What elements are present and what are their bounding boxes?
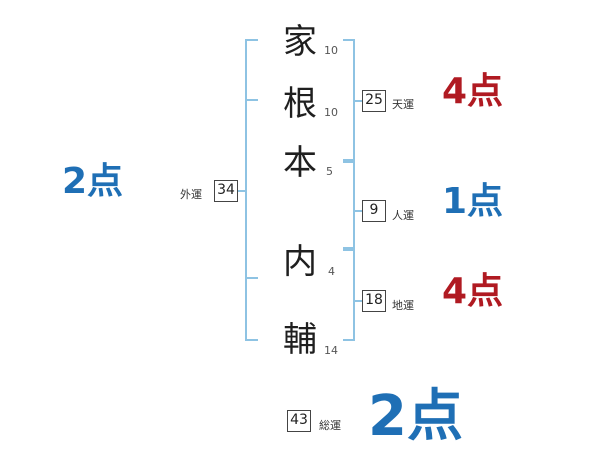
outer-fortune-value: 34	[214, 180, 238, 202]
total-fortune-label: 総運	[319, 419, 341, 432]
heaven-fortune-value: 25	[362, 90, 386, 112]
outer-bracket	[245, 39, 258, 341]
given-char-2-strokes: 14	[324, 344, 338, 357]
given-char-1-strokes: 4	[328, 265, 335, 278]
earth-fortune-score: 4点	[442, 271, 504, 312]
heaven-fortune-label: 天運	[392, 98, 414, 111]
given-char-1: 内	[283, 242, 317, 282]
heaven-fortune-score: 4点	[442, 71, 504, 112]
given-char-2: 輔	[283, 320, 317, 360]
surname-char-3-strokes: 5	[326, 165, 333, 178]
surname-char-2: 根	[283, 84, 317, 124]
earth-fortune-label: 地運	[392, 299, 414, 312]
surname-char-1-strokes: 10	[324, 44, 338, 57]
heaven-bracket	[343, 39, 355, 161]
person-bracket	[343, 161, 355, 249]
outer-fortune-label: 外運	[180, 188, 202, 201]
total-fortune-value: 43	[287, 410, 311, 432]
total-fortune-score: 2点	[368, 384, 463, 449]
earth-fortune-value: 18	[362, 290, 386, 312]
person-fortune-label: 人運	[392, 209, 414, 222]
person-fortune-score: 1点	[442, 181, 504, 222]
person-fortune-value: 9	[362, 200, 386, 222]
earth-bracket	[343, 249, 355, 341]
surname-char-2-strokes: 10	[324, 106, 338, 119]
surname-char-3: 本	[283, 143, 317, 183]
surname-char-1: 家	[283, 22, 317, 62]
outer-fortune-score: 2点	[62, 161, 124, 202]
